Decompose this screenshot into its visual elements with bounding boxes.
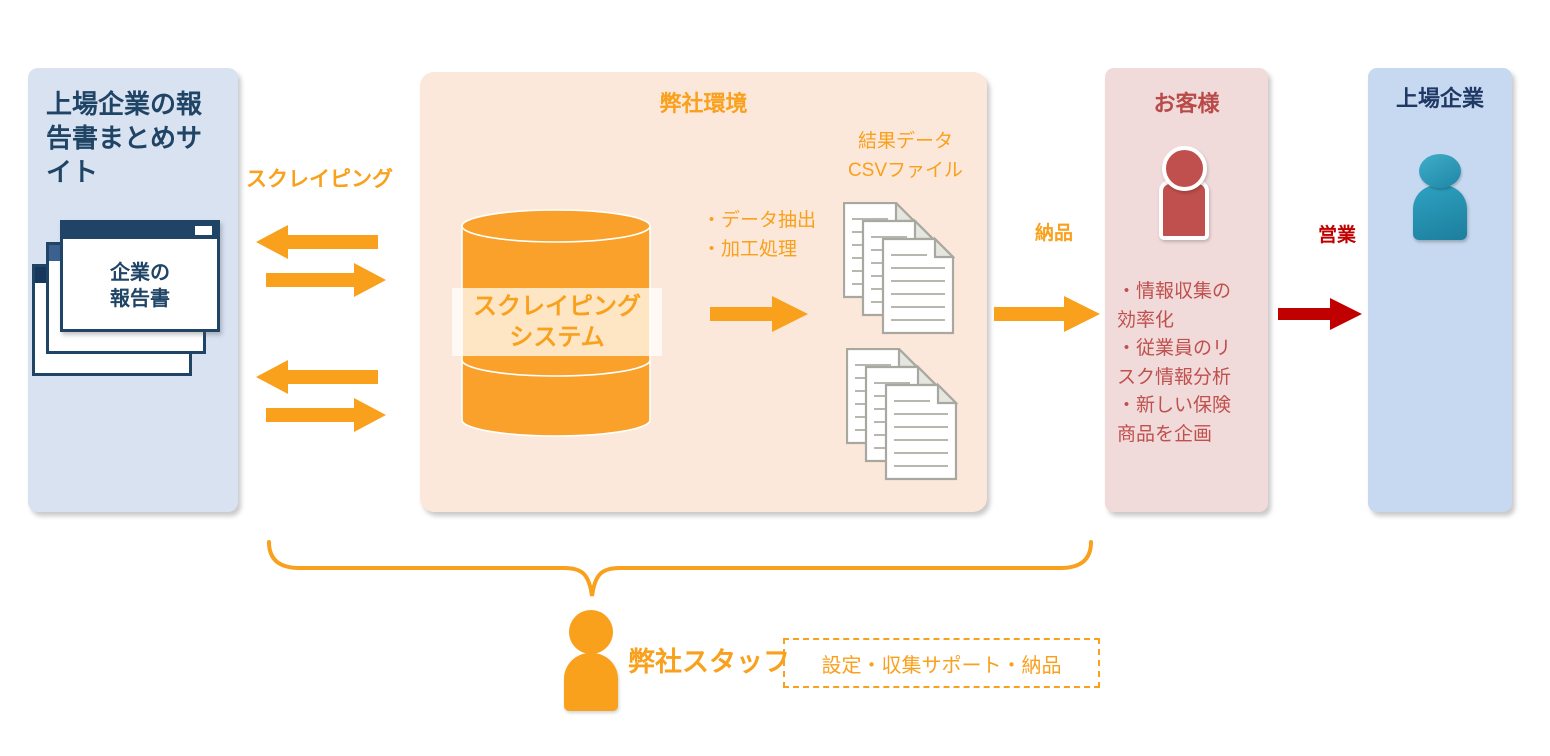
document-stack-top-icon	[843, 202, 955, 335]
person-head-icon	[569, 610, 613, 654]
environment-panel: 弊社環境 スクレイピング システム ・データ抽出 ・加工処理 結果データ CSV…	[420, 72, 987, 512]
listed-company-panel: 上場企業	[1368, 68, 1512, 512]
document-stack-bottom-icon	[846, 348, 958, 481]
sales-arrow-icon	[1278, 298, 1362, 330]
process-arrow-icon	[710, 296, 808, 332]
staff-support-note: 設定・収集サポート・納品	[821, 654, 1062, 677]
delivery-arrow-icon	[994, 296, 1100, 332]
environment-title: 弊社環境	[659, 91, 748, 116]
listed-company-person-icon	[1413, 154, 1467, 240]
person-head-icon	[1161, 146, 1207, 191]
listed-company-title: 上場企業	[1395, 86, 1484, 111]
scraping-label: スクレイピング	[246, 168, 393, 191]
scraping-arrows-bottom-icon	[256, 360, 386, 432]
staff-label: 弊社スタッフ	[628, 647, 790, 677]
window-control-icon	[195, 226, 212, 235]
processing-note: ・データ抽出 ・加工処理	[702, 210, 817, 261]
csv-output-label: 結果データ CSVファイル	[847, 131, 964, 181]
person-head-icon	[1419, 154, 1461, 188]
customer-benefits: ・情報収集の 効率化 ・従業員のリ スク情報分析 ・新しい保険 商品を企画	[1117, 281, 1232, 445]
staff-support-note-box: 設定・収集サポート・納品	[783, 638, 1100, 688]
customer-person-icon	[1159, 146, 1209, 240]
person-body-icon	[1413, 185, 1467, 240]
customer-title: お客様	[1153, 91, 1220, 116]
person-body-icon	[564, 653, 618, 711]
source-site-panel: 上場企業の報 告書まとめサ イト 企業の 報告書	[28, 68, 238, 512]
scraping-system-label: スクレイピング システム	[452, 288, 662, 356]
brace-icon	[267, 540, 1093, 597]
sales-label: 営業	[1317, 225, 1356, 246]
browser-window-front-icon: 企業の 報告書	[60, 220, 220, 332]
delivery-label: 納品	[1034, 223, 1073, 244]
source-site-title: 上場企業の報 告書まとめサ イト	[46, 89, 203, 187]
scraping-arrows-top-icon	[256, 225, 386, 297]
company-report-label: 企業の 報告書	[110, 261, 170, 310]
staff-person-icon	[564, 610, 618, 711]
customer-panel: お客様	[1105, 68, 1268, 512]
